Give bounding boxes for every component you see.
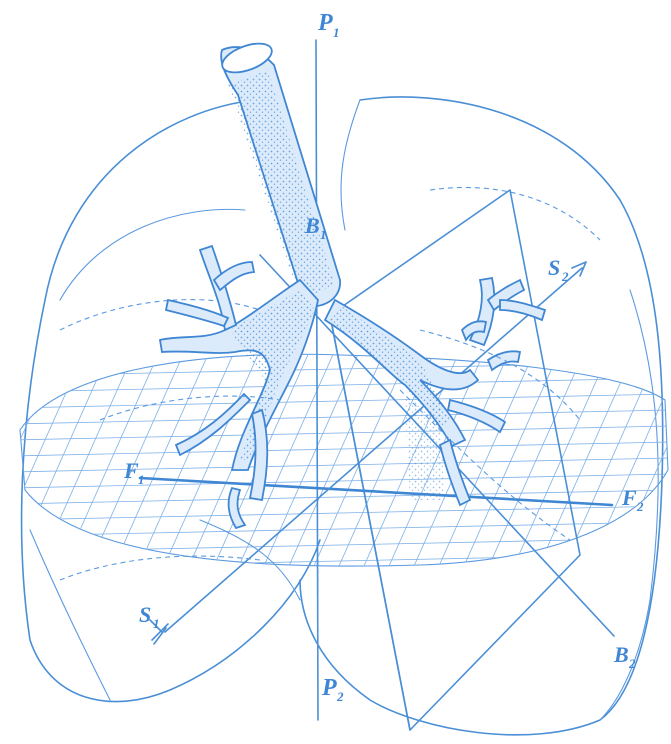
grid-line xyxy=(10,378,670,392)
svg-text:2: 2 xyxy=(336,689,344,704)
label-p2: P 2 xyxy=(321,675,344,704)
grid-line xyxy=(10,394,670,408)
svg-text:2: 2 xyxy=(561,269,569,284)
label-f1: F 1 xyxy=(123,458,145,487)
svg-text:B: B xyxy=(304,213,320,238)
svg-text:2: 2 xyxy=(636,499,644,514)
svg-text:S: S xyxy=(139,602,151,627)
grid-line xyxy=(10,522,670,536)
svg-text:1: 1 xyxy=(333,25,340,40)
grid-line xyxy=(10,474,670,488)
svg-text:2: 2 xyxy=(628,656,636,671)
svg-text:1: 1 xyxy=(138,472,145,487)
grid-line xyxy=(535,350,635,575)
left-bronchial-tree xyxy=(325,278,545,505)
svg-text:S: S xyxy=(548,255,560,280)
label-b2: B 2 xyxy=(613,642,636,671)
svg-text:P: P xyxy=(317,10,333,36)
label-f2: F 2 xyxy=(621,485,644,514)
grid-line xyxy=(0,350,85,575)
grid-line xyxy=(560,350,660,575)
grid-line xyxy=(285,350,385,575)
grid-line xyxy=(10,350,110,575)
svg-text:B: B xyxy=(613,642,629,667)
label-p1: P 1 xyxy=(317,10,340,40)
grid-line xyxy=(60,350,160,575)
grid-line xyxy=(35,350,135,575)
horizontal-grid-plane xyxy=(0,346,671,584)
svg-text:P: P xyxy=(321,675,337,701)
grid-line xyxy=(135,350,235,575)
vertical-plane-p-axis xyxy=(316,40,318,720)
grid-line xyxy=(10,442,670,456)
label-s1: S 1 xyxy=(139,602,160,631)
grid-line xyxy=(10,346,670,360)
label-s2: S 2 xyxy=(548,255,569,284)
svg-text:F: F xyxy=(123,458,139,483)
svg-text:1: 1 xyxy=(153,616,160,631)
svg-text:F: F xyxy=(621,485,637,510)
svg-text:1: 1 xyxy=(320,227,327,242)
label-b1: B 1 xyxy=(304,213,327,242)
grid-line xyxy=(10,570,670,584)
